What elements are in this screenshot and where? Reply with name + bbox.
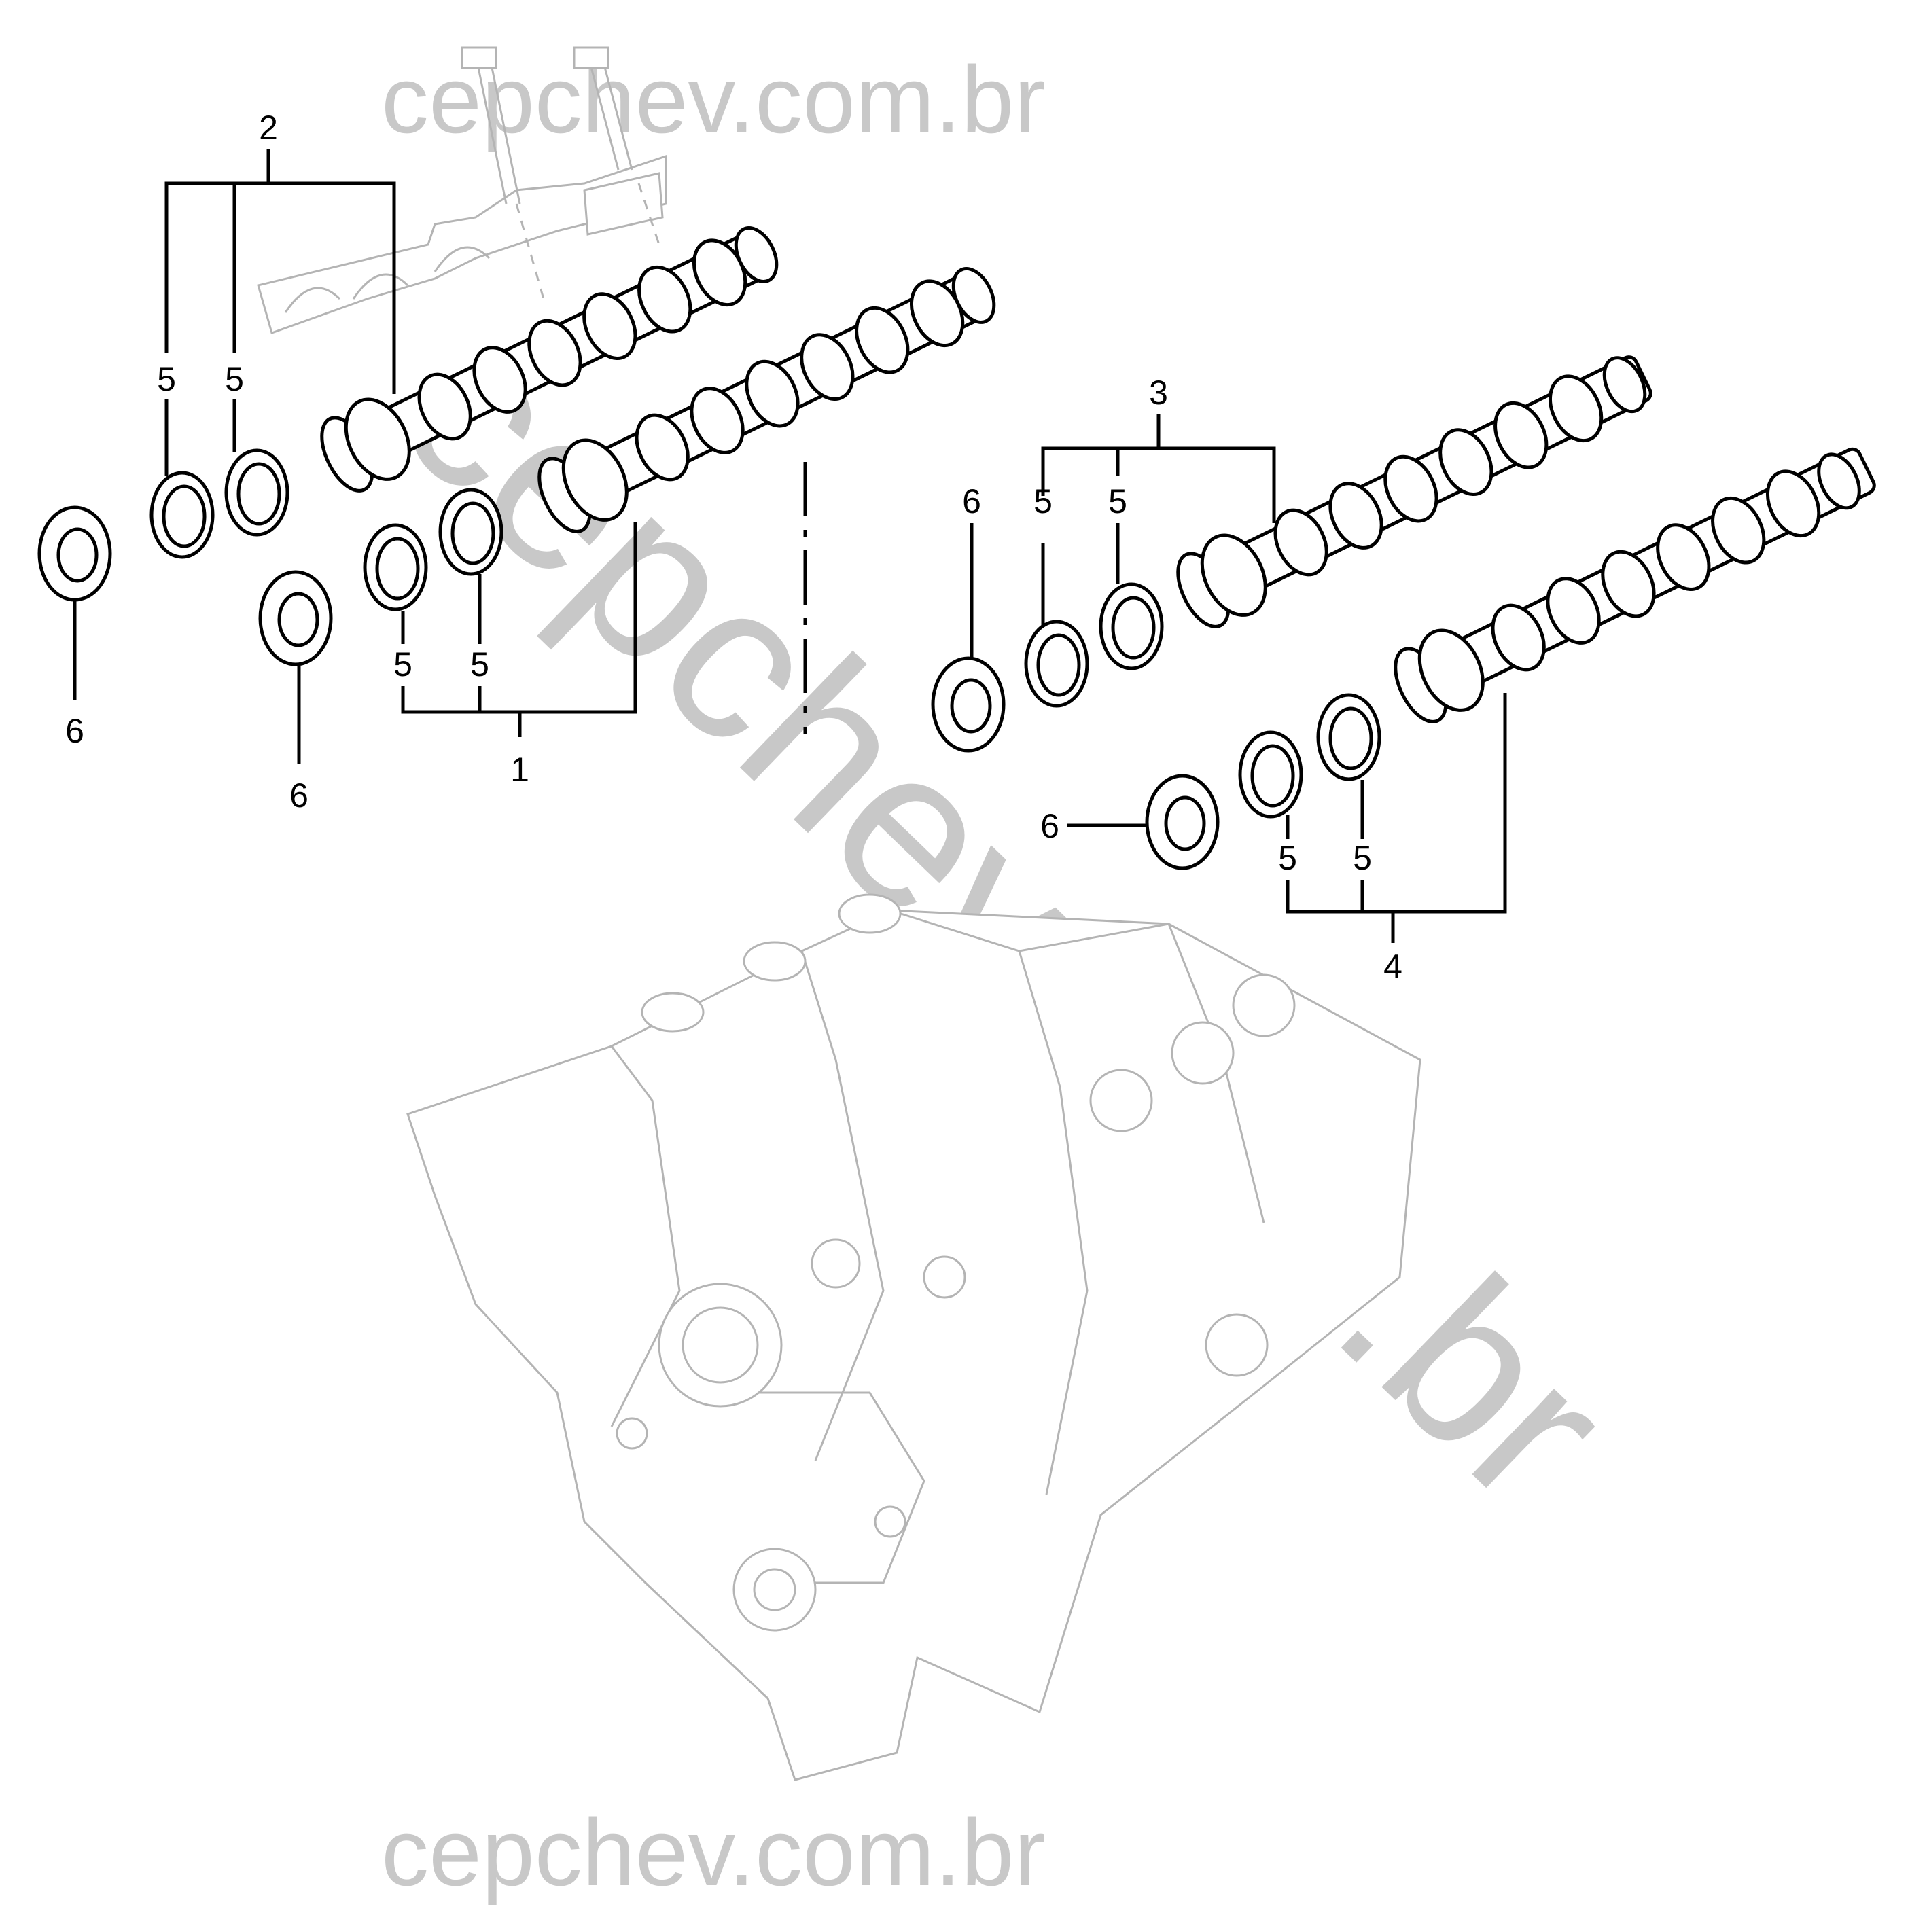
camshaft-1 [537, 267, 996, 533]
callout-5-h: 5 [1353, 839, 1372, 877]
callout-5-a: 5 [157, 360, 176, 398]
camshaft-bearing-cap-illustration [257, 46, 667, 334]
camshaft-3 [1176, 355, 1652, 628]
callout-5-d: 5 [470, 645, 489, 683]
callout-2: 2 [259, 109, 278, 147]
seal-6-a [39, 507, 110, 600]
engine-block-illustration [406, 893, 1421, 1781]
watermark-bottom: cepchev.com.br [381, 1799, 1046, 1906]
leader-lines [73, 149, 1507, 943]
callout-4: 4 [1383, 948, 1402, 986]
callout-6-c: 6 [962, 482, 981, 520]
seal-6-b [260, 572, 331, 664]
callout-5-g: 5 [1278, 839, 1297, 877]
seal-5-d [440, 490, 501, 574]
seal-5-e [1026, 622, 1087, 706]
seal-5-h [1318, 695, 1379, 779]
seal-5-f [1101, 584, 1162, 668]
seal-6-d [1147, 776, 1218, 868]
callout-6-a: 6 [65, 712, 84, 750]
seal-5-a [152, 473, 213, 557]
seal-5-c [365, 525, 426, 609]
seal-5-g [1240, 732, 1301, 817]
seal-5-b [226, 450, 287, 535]
callout-5-b: 5 [225, 360, 244, 398]
callout-6-d: 6 [1040, 807, 1059, 845]
callout-3: 3 [1149, 374, 1168, 412]
callout-6-b: 6 [289, 776, 308, 815]
camshaft-4 [1394, 447, 1876, 723]
callout-1: 1 [510, 751, 529, 789]
callout-labels: 2 5 5 6 6 5 5 1 3 6 5 5 6 5 5 4 [65, 109, 1402, 986]
callout-5-e: 5 [1033, 482, 1053, 520]
callout-5-c: 5 [393, 645, 412, 683]
callout-5-f: 5 [1108, 482, 1127, 520]
seal-6-c [933, 658, 1004, 751]
camshaft-2 [320, 226, 779, 493]
